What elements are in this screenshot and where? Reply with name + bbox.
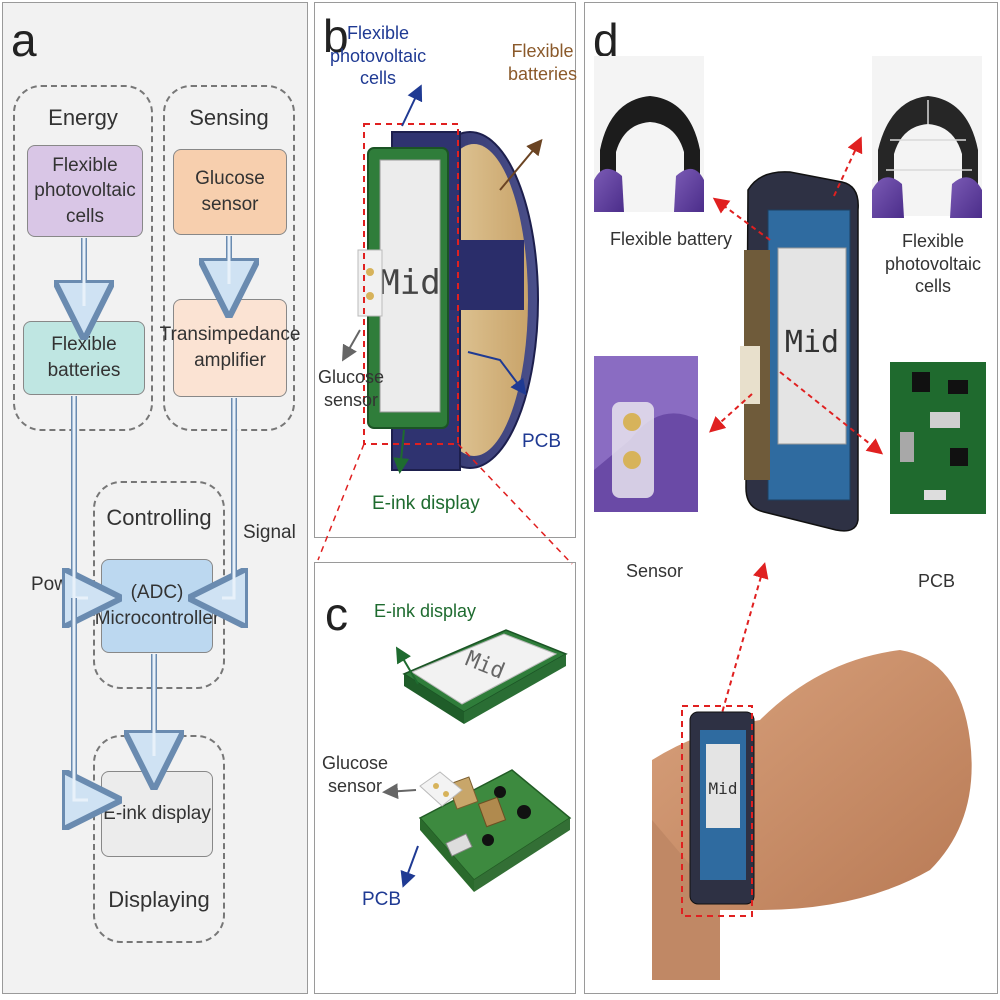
panel-letter-d: d xyxy=(593,14,619,66)
panel-b-label-pcb: PCB xyxy=(522,431,562,452)
panel-b-label-pv-cells: Flexible photovoltaic cells xyxy=(330,23,427,88)
panel-letter-b: b xyxy=(323,10,349,62)
block-eink-display: E-ink display xyxy=(101,771,213,857)
panel-letter-a: a xyxy=(11,14,37,66)
panel-a-block-diagram: a Energy Sensing Controlling Displaying … xyxy=(2,2,308,994)
panel-b-label-eink: E-ink display xyxy=(372,493,480,514)
block-transimpedance-amplifier: Transimpedance amplifier xyxy=(160,299,300,397)
panel-d-label-pv-cells: Flexible photovoltaic cells xyxy=(884,231,982,296)
block-microcontroller: (ADC) Microcontroller xyxy=(95,559,219,653)
signal-arrow-label: Signal xyxy=(243,522,296,543)
group-title-displaying: Displaying xyxy=(108,887,210,912)
panel-d-label-pcb: PCB xyxy=(918,571,956,591)
group-title-controlling: Controlling xyxy=(106,505,212,530)
power-arrow-label: Power xyxy=(31,574,85,595)
panel-b-label-glucose-sensor: Glucose sensor xyxy=(318,367,385,410)
panel-d-label-sensor: Sensor xyxy=(626,561,684,581)
group-title-energy: Energy xyxy=(48,105,118,130)
panel-d-photographs: d xyxy=(584,2,998,994)
panel-d-label-battery: Flexible battery xyxy=(610,229,733,249)
panel-letter-c: c xyxy=(325,588,348,640)
panel-c-label-pcb: PCB xyxy=(362,889,402,910)
block-photovoltaic-cells: Flexible photovoltaic cells xyxy=(27,145,143,237)
panel-c-label-eink: E-ink display xyxy=(374,601,477,621)
group-title-sensing: Sensing xyxy=(189,105,269,130)
panel-b-label-batteries: Flexible batteries xyxy=(508,41,578,84)
block-glucose-sensor: Glucose sensor xyxy=(173,149,287,235)
block-flexible-batteries: Flexible batteries xyxy=(23,321,145,395)
panel-c-label-glucose-sensor: Glucose sensor xyxy=(322,753,389,796)
